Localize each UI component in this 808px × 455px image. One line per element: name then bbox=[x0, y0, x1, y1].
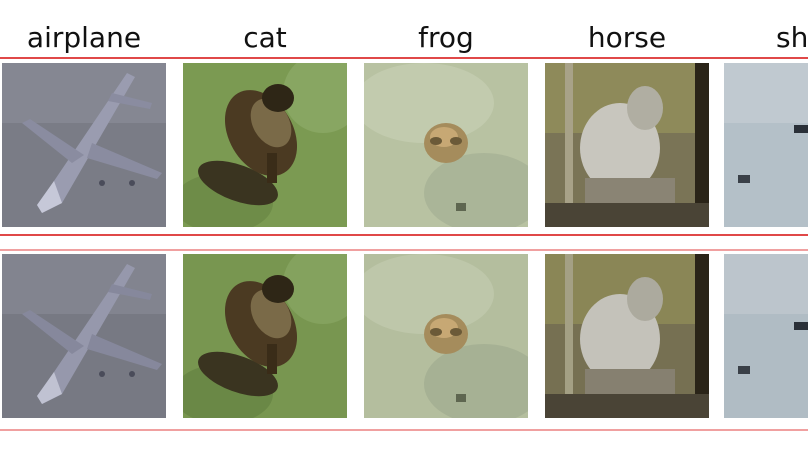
frog-image-perturbed bbox=[364, 254, 528, 418]
horse-image-perturbed bbox=[545, 254, 709, 418]
airplane-image-perturbed bbox=[2, 254, 166, 418]
label-ship: sh bbox=[776, 21, 808, 54]
horse-image-original bbox=[545, 63, 709, 227]
rule-middle-lower bbox=[0, 249, 808, 251]
label-cat: cat bbox=[243, 21, 287, 54]
label-frog: frog bbox=[418, 21, 474, 54]
label-horse: horse bbox=[587, 21, 667, 54]
ship-image-perturbed bbox=[724, 254, 808, 418]
frog-image-original bbox=[364, 63, 528, 227]
rule-bottom bbox=[0, 429, 808, 431]
cat-image-perturbed bbox=[183, 254, 347, 418]
ship-image-original bbox=[724, 63, 808, 227]
cat-image-original bbox=[183, 63, 347, 227]
airplane-image-original bbox=[2, 63, 166, 227]
rule-top bbox=[0, 57, 808, 59]
label-airplane: airplane bbox=[26, 21, 142, 54]
rule-middle-upper bbox=[0, 234, 808, 236]
